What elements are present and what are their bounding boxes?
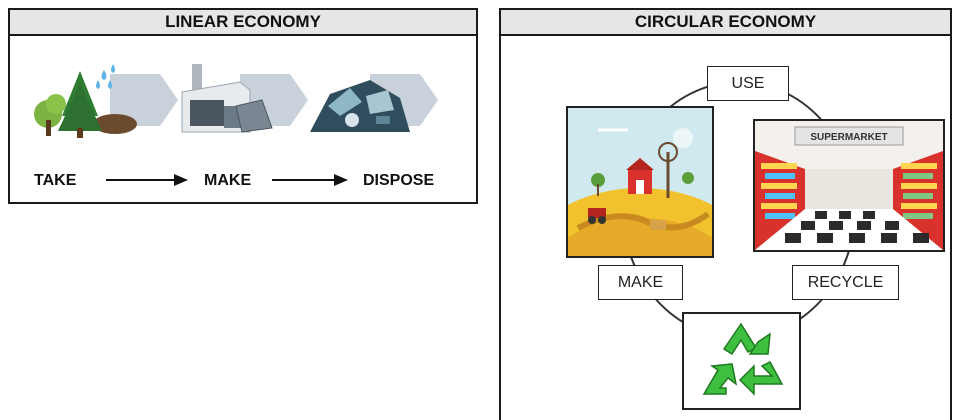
- recycle-symbol-box: [682, 312, 801, 410]
- linear-step-dispose: DISPOSE: [363, 172, 435, 189]
- recycle-icon: [702, 322, 784, 396]
- waste-pile-icon: [310, 80, 410, 132]
- water-drops-icon: [96, 64, 115, 89]
- flow-chevron-1: [110, 74, 178, 126]
- arrow-take-to-make: [106, 174, 188, 186]
- supermarket-sign: SUPERMARKET: [810, 132, 887, 143]
- linear-step-take: TAKE: [34, 172, 77, 189]
- node-recycle: RECYCLE: [792, 265, 899, 300]
- arrow-make-to-dispose: [272, 174, 348, 186]
- linear-illustration: [34, 64, 438, 138]
- factory-icon: [181, 64, 273, 133]
- linear-economy-title: LINEAR ECONOMY: [10, 10, 476, 36]
- circular-economy-title: CIRCULAR ECONOMY: [501, 10, 950, 36]
- farm-image: [566, 106, 714, 258]
- linear-step-make: MAKE: [204, 172, 252, 189]
- supermarket-image: SUPERMARKET: [753, 119, 945, 252]
- trees-icon: [34, 71, 137, 138]
- linear-economy-panel: LINEAR ECONOMY: [8, 8, 478, 204]
- circular-economy-panel: CIRCULAR ECONOMY: [499, 8, 952, 420]
- node-use: USE: [707, 66, 789, 101]
- node-make: MAKE: [598, 265, 683, 300]
- linear-arrows: [106, 174, 348, 186]
